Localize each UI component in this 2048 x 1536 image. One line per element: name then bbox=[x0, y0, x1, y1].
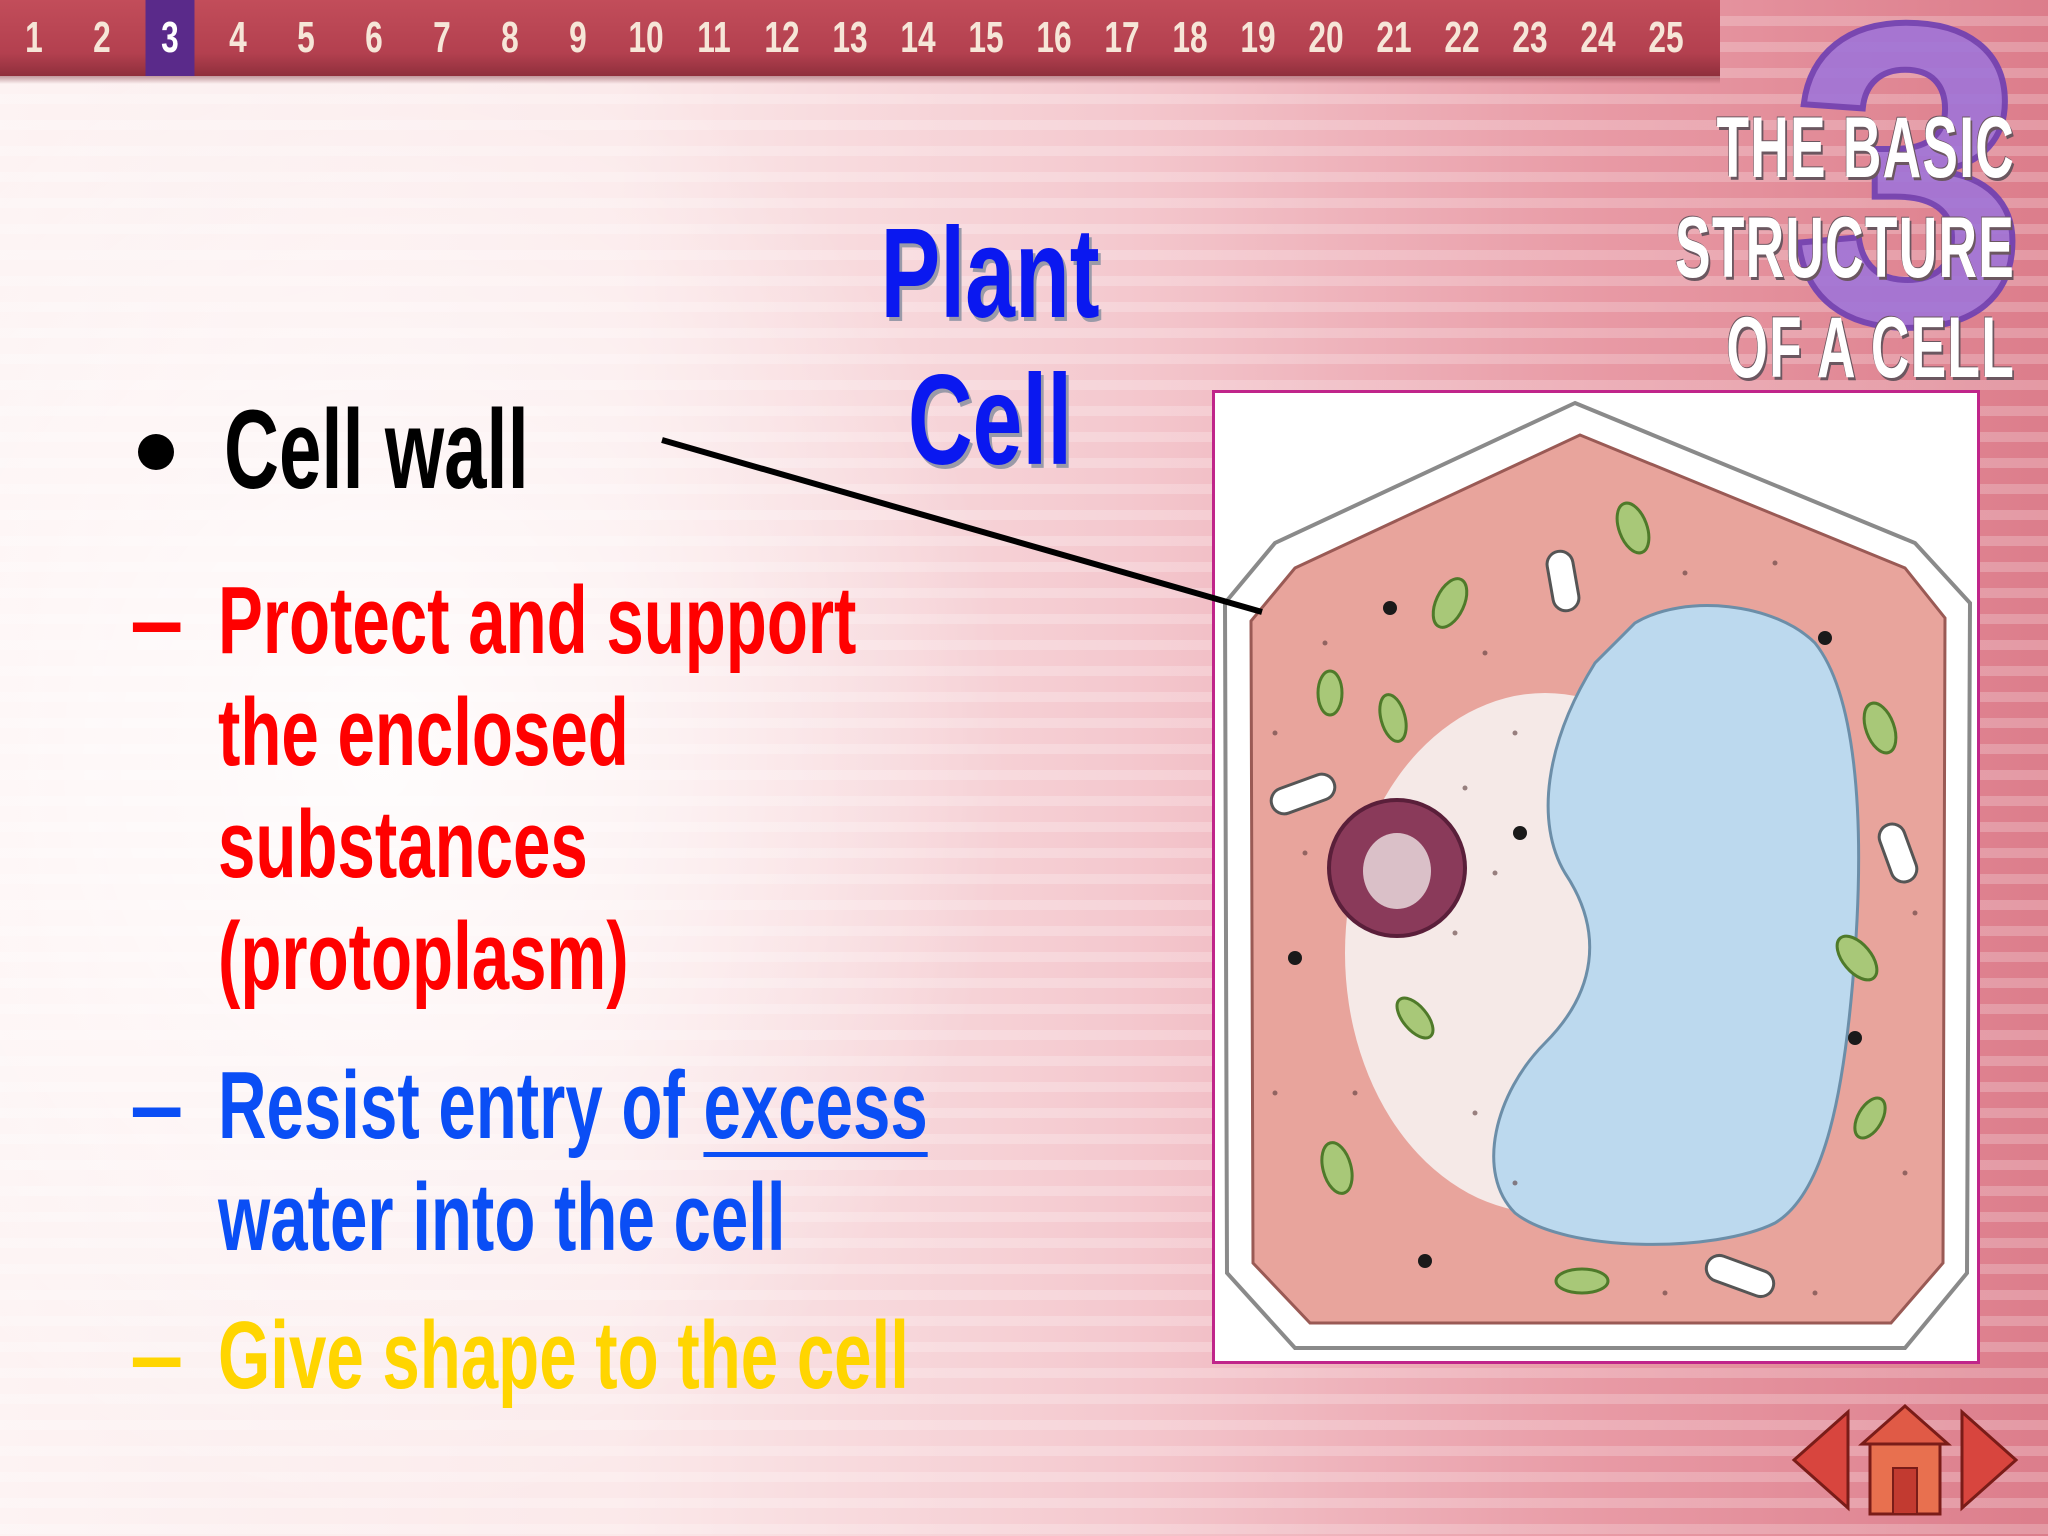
slide-number-10[interactable]: 10 bbox=[628, 13, 664, 62]
slide-number-25[interactable]: 25 bbox=[1648, 13, 1684, 62]
slide-number-2[interactable]: 2 bbox=[93, 13, 111, 62]
chapter-title-line2: OF A CELL bbox=[1726, 300, 2015, 396]
home-icon[interactable] bbox=[1858, 1403, 1952, 1516]
nav-buttons-graphic bbox=[1791, 1403, 2019, 1516]
line: Resist entry of excess bbox=[218, 1050, 928, 1162]
mitochondrion bbox=[1877, 822, 1919, 884]
line: water into the cell bbox=[218, 1164, 786, 1271]
slide-number-23[interactable]: 23 bbox=[1512, 13, 1548, 62]
slide-number-16[interactable]: 16 bbox=[1036, 13, 1072, 62]
arrow-left-icon[interactable] bbox=[1791, 1408, 1850, 1512]
slide-number-22[interactable]: 22 bbox=[1444, 13, 1480, 62]
slide-number-21[interactable]: 21 bbox=[1376, 13, 1412, 62]
main-bullet: Cell wall bbox=[138, 385, 672, 514]
slide-number-11[interactable]: 11 bbox=[697, 13, 731, 62]
mitochondrion bbox=[1704, 1253, 1776, 1299]
chloroplast bbox=[1378, 693, 1408, 743]
chloroplast bbox=[1316, 669, 1344, 717]
underlined-word: excess bbox=[703, 1052, 928, 1159]
slide-number-24[interactable]: 24 bbox=[1580, 13, 1616, 62]
line: Protect and support bbox=[218, 567, 857, 674]
chloroplast bbox=[1320, 1141, 1354, 1195]
slide-number-1[interactable]: 1 bbox=[25, 13, 43, 62]
slide-number-8[interactable]: 8 bbox=[501, 13, 519, 62]
slide-number-17[interactable]: 17 bbox=[1104, 13, 1140, 62]
dash: – bbox=[130, 1052, 184, 1159]
main-bullet-text: Cell wall bbox=[224, 387, 529, 512]
chapter-title: THE BASIC STRUCTURE OF A CELL bbox=[1255, 98, 2015, 398]
slide-number-6[interactable]: 6 bbox=[365, 13, 383, 62]
line: the enclosed bbox=[218, 679, 629, 786]
dash: – bbox=[130, 567, 184, 674]
slide-number-13[interactable]: 13 bbox=[832, 13, 868, 62]
sub-point-resist-text: Resist entry of excess water into the ce… bbox=[218, 1050, 928, 1274]
arrow-right-icon[interactable] bbox=[1960, 1408, 2019, 1512]
chloroplast bbox=[1615, 501, 1651, 555]
sub-point-shape-text: Give shape to the cell bbox=[218, 1300, 909, 1412]
chloroplast bbox=[1431, 577, 1469, 629]
chloroplast bbox=[1862, 701, 1898, 755]
slide-number-19[interactable]: 19 bbox=[1240, 13, 1276, 62]
chloroplast bbox=[1853, 1096, 1887, 1140]
slide-navigation bbox=[1790, 1400, 2020, 1520]
chloroplast bbox=[1395, 996, 1435, 1040]
chapter-number-graphic: 3 bbox=[1786, 0, 2031, 415]
line-text: Resist entry of bbox=[218, 1052, 704, 1159]
line: Give shape to the cell bbox=[218, 1302, 909, 1409]
slide-number-5[interactable]: 5 bbox=[297, 13, 315, 62]
slide-number-20[interactable]: 20 bbox=[1308, 13, 1344, 62]
vacuole bbox=[1492, 604, 1861, 1246]
slide-title: Plant Cell bbox=[880, 202, 1100, 492]
slide-number-3[interactable]: 3 bbox=[145, 0, 195, 76]
chloroplast bbox=[1835, 934, 1879, 982]
slide-number-15[interactable]: 15 bbox=[968, 13, 1004, 62]
slide-number-9[interactable]: 9 bbox=[569, 13, 587, 62]
sub-point-protect-text: Protect and support the enclosed substan… bbox=[218, 565, 856, 1013]
dash: – bbox=[130, 1302, 184, 1409]
strip-shadow bbox=[0, 76, 1720, 84]
plant-cell-diagram bbox=[1212, 390, 1980, 1364]
chapter-title-line1: THE BASIC STRUCTURE bbox=[1675, 100, 2015, 296]
slide-number-7[interactable]: 7 bbox=[433, 13, 451, 62]
bullet-dot bbox=[138, 434, 174, 471]
line: (protoplasm) bbox=[218, 903, 629, 1010]
mitochondrion bbox=[1269, 772, 1337, 816]
plant-cell-illustration bbox=[1222, 400, 1973, 1350]
slide-number-18[interactable]: 18 bbox=[1172, 13, 1208, 62]
chloroplast bbox=[1554, 1267, 1610, 1295]
line: substances bbox=[218, 791, 588, 898]
slide-number-14[interactable]: 14 bbox=[900, 13, 936, 62]
mitochondrion bbox=[1545, 549, 1581, 613]
slide-number-12[interactable]: 12 bbox=[764, 13, 800, 62]
slide-number-4[interactable]: 4 bbox=[229, 13, 247, 62]
